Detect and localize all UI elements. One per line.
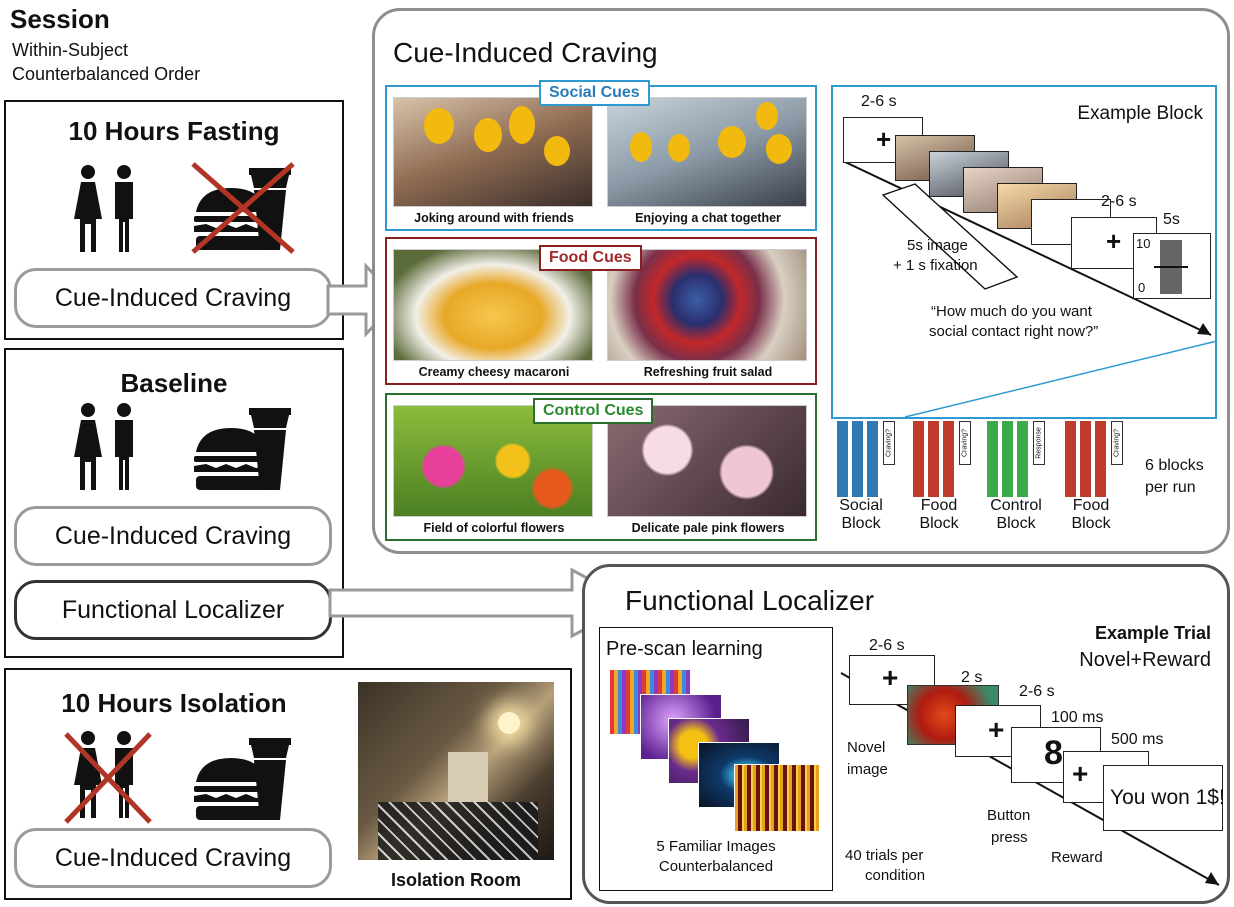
prescan-title: Pre-scan learning	[606, 638, 763, 660]
baseline-title: Baseline	[120, 368, 228, 398]
food-craving-rating: Craving?	[959, 421, 971, 465]
control-caption-2: Delicate pale pink flowers	[631, 521, 785, 535]
trials-label-1: 40 trials per	[845, 847, 924, 864]
reward-label: Reward	[1051, 849, 1103, 866]
example-block-title: Example Block	[1077, 103, 1203, 124]
novel-label-1: Novel	[847, 739, 886, 756]
example-trial-subtitle: Novel+Reward	[1079, 649, 1211, 671]
control-image-1	[393, 405, 593, 517]
food-block-label: Food Block	[919, 497, 959, 532]
control-response: Response	[1033, 421, 1045, 465]
rating-scale-marker	[1154, 266, 1188, 268]
rating-question-2: social contact right now?”	[929, 323, 1099, 340]
image-duration-note-1: 5s image	[907, 237, 968, 254]
timeline-arrow	[842, 160, 1212, 336]
food-caption-2: Refreshing fruit salad	[643, 365, 773, 379]
rating-question-1: “How much do you want	[931, 303, 1092, 320]
people-icon	[74, 165, 133, 252]
trial-reward-slide: You won 1$!	[1103, 765, 1225, 831]
social-image-1	[393, 97, 593, 207]
session-title: Session	[10, 4, 110, 34]
control-cues-tag: Control Cues	[533, 398, 654, 424]
scale-top-label: 10	[1136, 236, 1151, 251]
trial-fixation-1: +	[849, 655, 935, 705]
social-bar-2	[852, 421, 863, 497]
social-cues-tag: Social Cues	[539, 80, 650, 106]
fasting-title: 10 Hours Fasting	[68, 116, 280, 146]
social-block-label: Social Block	[839, 497, 883, 532]
trial-time-1: 2-6 s	[869, 637, 905, 654]
people-icon	[74, 403, 133, 490]
trial-time-2: 2 s	[961, 669, 983, 686]
food-icon	[194, 738, 291, 820]
control-block-label: Control Block	[990, 497, 1042, 532]
social-caption-1: Joking around with friends	[414, 211, 574, 225]
fasting-panel: 10 Hours Fasting Cue-Induced Craving	[4, 100, 344, 340]
baseline-panel: Baseline Cue-Induced Craving Functional …	[4, 348, 344, 658]
people-crossed-icon	[64, 731, 152, 824]
session-line1: Within-Subject	[12, 40, 129, 60]
social-image-2	[607, 97, 807, 207]
fasting-craving-pill: Cue-Induced Craving	[14, 268, 332, 328]
prescan-panel: Pre-scan learning 5 Familiar Images Coun…	[599, 627, 833, 891]
localizer-panel: Functional Localizer Pre-scan learning 5…	[582, 564, 1230, 904]
food2-bar-3	[1095, 421, 1106, 497]
food2-block-label: Food Block	[1071, 497, 1111, 532]
food-cues-tag: Food Cues	[539, 245, 642, 271]
isolation-room-caption: Isolation Room	[391, 870, 521, 890]
social-bar-1	[837, 421, 848, 497]
zoom-lines	[904, 340, 1218, 418]
craving-title: Cue-Induced Craving	[393, 37, 658, 68]
button-label-2: press	[991, 829, 1028, 846]
isolation-panel: 10 Hours Isolation Cue-Induced Craving I…	[4, 668, 572, 900]
social-bar-3	[867, 421, 878, 497]
control-bar-1	[987, 421, 998, 497]
novel-label-2: image	[847, 761, 888, 778]
isolation-craving-pill: Cue-Induced Craving	[14, 828, 332, 888]
food-bar-3	[943, 421, 954, 497]
control-caption-1: Field of colorful flowers	[423, 521, 565, 535]
timing-fixation-1: 2-6 s	[861, 93, 897, 110]
familiar-line1: 5 Familiar Images	[656, 838, 776, 855]
trial-time-3: 2-6 s	[1019, 683, 1055, 700]
session-line2: Counterbalanced Order	[12, 64, 201, 84]
trials-label-2: condition	[865, 867, 926, 884]
example-trial-title: Example Trial	[1094, 623, 1211, 643]
social-craving-rating: Craving?	[883, 421, 895, 465]
blocks-per-run: 6 blocks per run	[1145, 457, 1204, 496]
social-cues-frame: Joking around with friends Enjoying a ch…	[385, 85, 817, 231]
familiar-line2: Counterbalanced	[658, 858, 774, 875]
food-icon	[194, 408, 291, 490]
scale-bottom-label: 0	[1138, 280, 1146, 295]
trial-time-4: 100 ms	[1051, 709, 1104, 726]
food-caption-1: Creamy cheesy macaroni	[418, 365, 570, 379]
food2-bar-1	[1065, 421, 1076, 497]
familiar-image-5	[734, 764, 820, 832]
trial-reward-text: You won 1$!	[1110, 786, 1225, 809]
timing-rating: 5s	[1163, 211, 1180, 228]
food-icon	[191, 162, 295, 254]
isolation-title: 10 Hours Isolation	[61, 688, 287, 718]
control-image-2	[607, 405, 807, 517]
rating-slide: 10 0	[1133, 233, 1211, 299]
localizer-title: Functional Localizer	[625, 585, 875, 616]
baseline-craving-pill: Cue-Induced Craving	[14, 506, 332, 566]
trial-digit: 8	[1044, 734, 1063, 772]
craving-panel: Cue-Induced Craving Joking around with f…	[372, 8, 1230, 554]
baseline-localizer-pill: Functional Localizer	[14, 580, 332, 640]
isolation-room-photo	[358, 682, 554, 860]
trial-time-5: 500 ms	[1111, 731, 1164, 748]
food2-craving-rating: Craving?	[1111, 421, 1123, 465]
image-duration-note-2: + 1 s fixation	[893, 257, 978, 274]
social-caption-2: Enjoying a chat together	[635, 211, 781, 225]
food-bar-2	[928, 421, 939, 497]
control-cues-frame: Field of colorful flowers Delicate pale …	[385, 393, 817, 541]
control-bar-2	[1002, 421, 1013, 497]
control-bar-3	[1017, 421, 1028, 497]
food-bar-1	[913, 421, 924, 497]
button-label-1: Button	[987, 807, 1031, 824]
example-block-panel: Example Block 2-6 s + 2-6 s + 5s 10 0 5s…	[831, 85, 1217, 419]
food2-bar-2	[1080, 421, 1091, 497]
timing-fixation-2: 2-6 s	[1101, 193, 1137, 210]
